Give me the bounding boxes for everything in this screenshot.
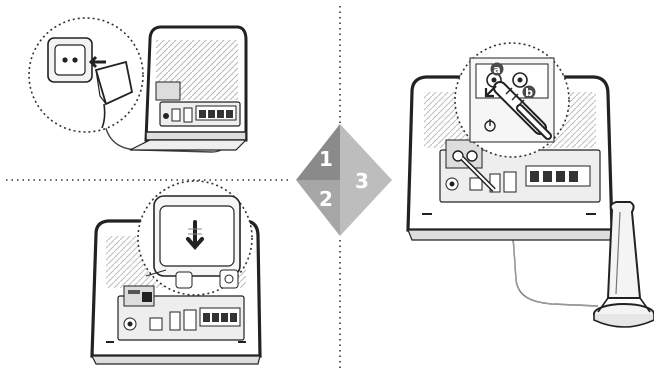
panel-dividers — [6, 6, 341, 370]
zoom-circle-antenna-ports — [454, 42, 570, 158]
step-badge-1-shape — [296, 124, 340, 180]
port-badge-a: a — [490, 62, 504, 76]
step-badges: 1 2 3 — [296, 124, 392, 236]
step-number-1: 1 — [319, 147, 333, 171]
zoom-circle-power-socket — [28, 17, 144, 133]
port-label-b: b — [525, 86, 533, 99]
step-1-power-illustration — [28, 17, 248, 153]
port-badge-b: b — [522, 85, 536, 99]
step-badge-3-shape — [340, 124, 392, 236]
port-label-a: a — [493, 63, 500, 76]
zoom-circle-sim-cover — [137, 180, 253, 302]
router-device-step-1 — [129, 25, 248, 151]
step-3-antenna-illustration: a b — [406, 42, 654, 328]
step-badge-2-shape — [296, 180, 340, 236]
step-number-3: 3 — [355, 169, 369, 193]
port-badge-a-dot — [490, 62, 504, 76]
external-antenna — [593, 201, 654, 328]
step-2-sim-cover-illustration — [90, 180, 262, 365]
step-number-2: 2 — [319, 187, 333, 211]
